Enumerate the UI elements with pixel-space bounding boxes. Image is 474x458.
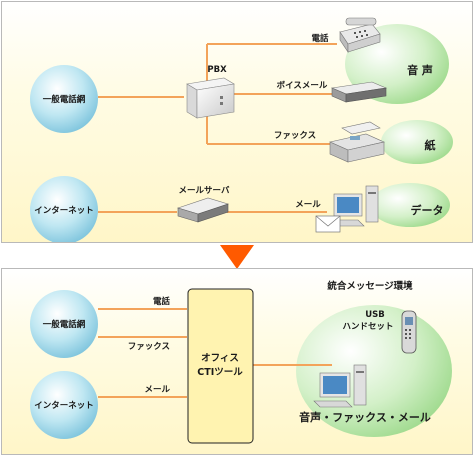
- fax-machine-icon: [329, 121, 385, 163]
- top-connection-lines: [98, 43, 337, 213]
- office-cti-box: [187, 288, 254, 444]
- paper-label: 紙: [425, 138, 436, 152]
- internet-cloud-bottom: [30, 371, 98, 439]
- handset-label: ハンドセット: [342, 322, 393, 332]
- data-bubble: [370, 183, 450, 227]
- computer-icon-bottom: [313, 364, 367, 408]
- fax-label: ファックス: [274, 130, 316, 141]
- pbx-box: [186, 77, 235, 119]
- computer-icon: [329, 185, 379, 227]
- phone-label: 電話: [311, 33, 329, 44]
- paper-bubble: [381, 120, 453, 164]
- internet-cloud: [30, 176, 98, 244]
- mail-label: メール: [295, 200, 321, 210]
- combined-label: 音声・ファックス・メール: [299, 410, 431, 424]
- office-label: オフィス: [201, 353, 239, 364]
- fax-line-label: ファックス: [128, 341, 170, 352]
- phone-line-label: 電話: [153, 296, 171, 307]
- envelope-icon: [315, 215, 341, 233]
- pstn-cloud: [30, 65, 98, 133]
- mail-server-icon: [177, 197, 229, 223]
- internet-label: インターネット: [34, 205, 94, 216]
- top-diagram-panel: 一般電話網 インターネット PBX 電話 ボイスメール ファックス: [1, 1, 473, 244]
- cti-tool-label: CTIツール: [197, 367, 243, 378]
- bottom-diagram: 一般電話網 インターネット 電話 ファックス メール オフィス CTIツール 統…: [30, 280, 452, 444]
- usb-label: USB: [365, 310, 385, 320]
- data-label: データ: [411, 203, 444, 217]
- internet-label-bottom: インターネット: [34, 400, 94, 411]
- pbx-label: PBX: [207, 65, 227, 75]
- usb-handset-icon: [401, 310, 417, 354]
- pstn-label: 一般電話網: [43, 94, 86, 105]
- voice-label: 音 声: [407, 63, 433, 77]
- bottom-connection-lines: [98, 308, 332, 398]
- pstn-label-bottom: 一般電話網: [43, 319, 86, 330]
- mail-line-label: メール: [144, 385, 170, 395]
- pstn-cloud-bottom: [30, 290, 98, 358]
- top-diagram: 一般電話網 インターネット PBX 電話 ボイスメール ファックス: [30, 17, 453, 244]
- telephone-icon: [339, 17, 381, 53]
- voicemail-device-icon: [330, 81, 388, 103]
- unified-title: 統合メッセージ環境: [327, 280, 413, 292]
- voicemail-label: ボイスメール: [277, 80, 328, 91]
- bottom-diagram-panel: 一般電話網 インターネット 電話 ファックス メール オフィス CTIツール 統…: [1, 268, 473, 455]
- mailserver-label: メールサーバ: [179, 185, 230, 196]
- transition-arrow-icon: [220, 245, 254, 269]
